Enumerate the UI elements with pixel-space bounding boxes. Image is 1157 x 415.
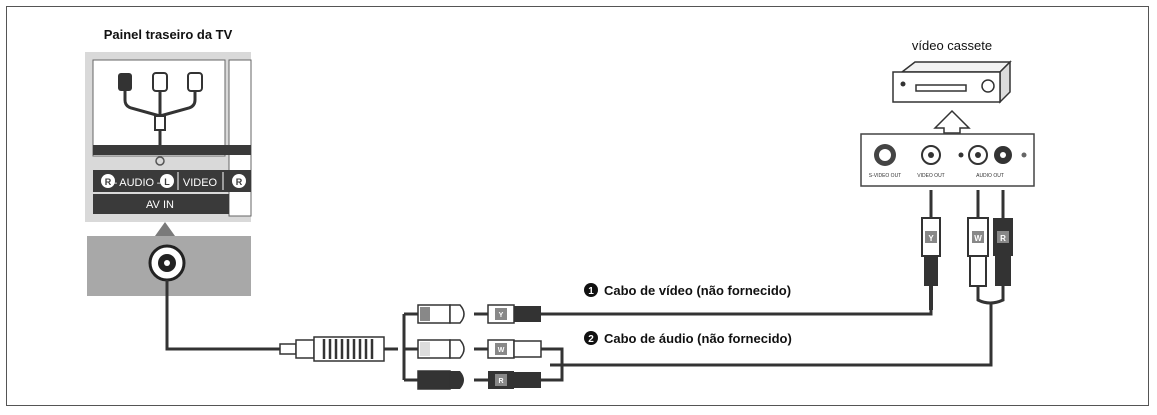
cable-plug-yellow: Y [474, 304, 541, 324]
svg-text:R: R [1000, 234, 1006, 243]
audio-cable-label: 2 Cabo de áudio (não fornecido) [584, 331, 792, 346]
svg-text:R: R [105, 177, 112, 187]
cable-wires [165, 280, 1005, 382]
vcr-video-plug: Y [921, 190, 941, 310]
jack-l-badge: L [160, 174, 174, 188]
svg-text:2: 2 [588, 334, 594, 345]
splitter-plug [279, 336, 385, 362]
audio-cable-text: Cabo de áudio (não fornecido) [604, 331, 792, 346]
vcr-audio-white-plug: W [967, 190, 989, 287]
svg-text:W: W [974, 234, 982, 243]
av-in-label: AV IN [146, 199, 174, 211]
tv-av-jack-icon [148, 244, 186, 282]
number-badge-1 [584, 283, 598, 297]
video-cable-text: Cabo de vídeo (não fornecido) [604, 283, 791, 298]
cable-plug-white: W [474, 339, 542, 359]
vcr-output-panel: S-VIDEO OUT VIDEO OUT AUDIO OUT [860, 133, 1035, 187]
splitter-socket-red [417, 370, 464, 390]
number-badge-2 [584, 331, 598, 345]
svg-text:R: R [236, 177, 243, 187]
video-out-label: VIDEO OUT [917, 173, 945, 179]
cable-plug-red: R [474, 371, 541, 389]
audio-label: – AUDIO – [111, 177, 164, 189]
jack-r-badge-2: R [232, 174, 246, 188]
tv-zoom-arrow [155, 222, 175, 236]
svg-text:L: L [164, 177, 170, 187]
svg-text:W: W [498, 347, 505, 354]
tv-rear-panel: R – AUDIO – L VIDEO R AV IN [85, 52, 252, 222]
audio-out-label: AUDIO OUT [976, 173, 1004, 179]
vcr-zoom-arrow [933, 109, 971, 134]
splitter-socket-yellow [417, 304, 465, 324]
svg-text:1: 1 [588, 286, 594, 297]
video-label: VIDEO [183, 177, 218, 189]
jack-r-badge: R [101, 174, 115, 188]
splitter-socket-white [417, 339, 465, 359]
diagram-frame [6, 6, 1149, 406]
vcr-audio-red-plug: R [993, 190, 1013, 286]
video-cable-label: 1 Cabo de vídeo (não fornecido) [584, 283, 791, 298]
svg-text:R: R [498, 378, 503, 385]
vcr-icon [892, 60, 1012, 104]
vcr-title: vídeo cassete [912, 38, 992, 53]
svg-text:Y: Y [499, 312, 504, 319]
svg-text:Y: Y [928, 234, 934, 243]
tv-panel-title: Painel traseiro da TV [104, 27, 233, 42]
s-video-out-label: S-VIDEO OUT [869, 173, 902, 179]
